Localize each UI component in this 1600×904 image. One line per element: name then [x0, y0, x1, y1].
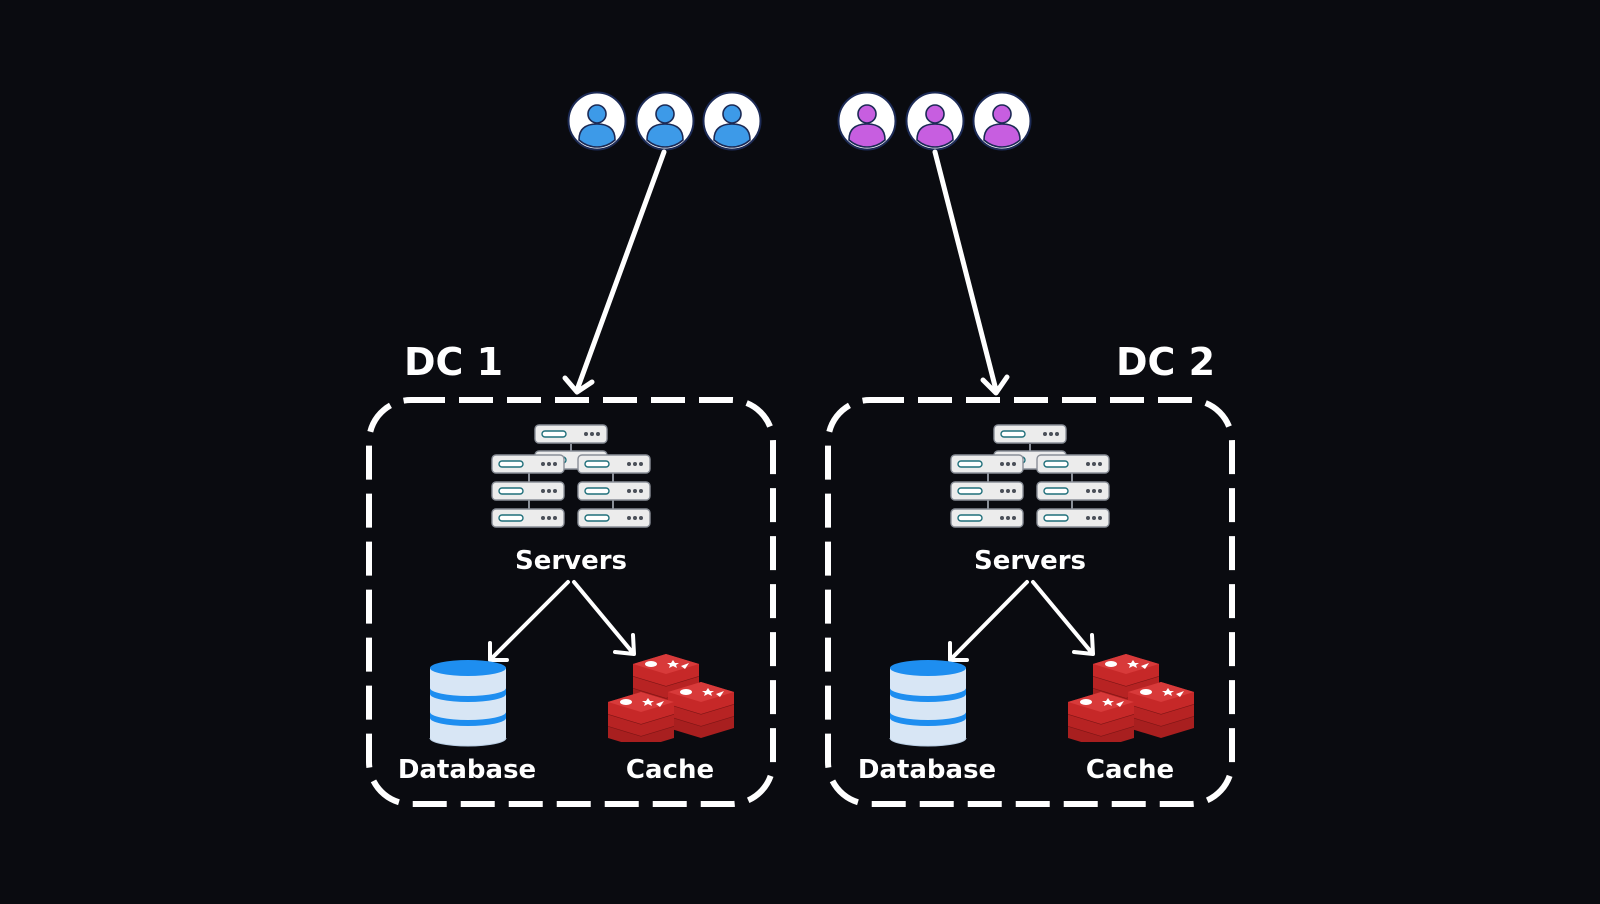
user-icon [905, 91, 965, 151]
dc1-user-group [567, 91, 762, 151]
user-icon [702, 91, 762, 151]
user-icon [837, 91, 897, 151]
cache-stack-icon [608, 654, 734, 748]
dc2-server-to-cache-arrow [1031, 580, 1095, 656]
user-icon [567, 91, 627, 151]
dc1-servers-label: Servers [515, 546, 627, 576]
dc1-server-to-database-arrow [488, 580, 570, 662]
dc1-label: DC 1 [404, 340, 503, 384]
dc2-servers-label: Servers [974, 546, 1086, 576]
dc1-database-label: Database [398, 755, 536, 785]
cache-stack-icon [1068, 654, 1194, 748]
database-icon [889, 659, 967, 747]
dc2-server-to-database-arrow [948, 580, 1029, 662]
database-icon [429, 659, 507, 747]
dc2-user-group [837, 91, 1032, 151]
dc2-cache-label: Cache [1086, 755, 1174, 785]
server-rack-icon [951, 425, 1109, 527]
user-icon [635, 91, 695, 151]
user-icon [972, 91, 1032, 151]
dc2-boundary [825, 397, 1235, 807]
dc1-traffic-arrow [562, 149, 667, 395]
dc1-boundary [366, 397, 776, 807]
dc1-cache-label: Cache [626, 755, 714, 785]
dc1-server-to-cache-arrow [572, 580, 636, 656]
server-rack-icon [492, 425, 650, 527]
dc2-traffic-arrow [932, 149, 1010, 396]
dc2-label: DC 2 [1116, 340, 1215, 384]
dc2-database-label: Database [858, 755, 996, 785]
